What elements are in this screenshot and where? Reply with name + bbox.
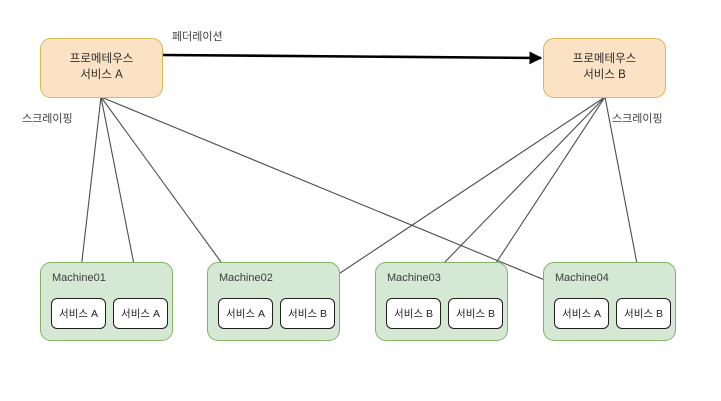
service-box[interactable]: 서비스 A [51,298,106,329]
service-box[interactable]: 서비스 B [448,298,503,329]
prometheus-service-a-node[interactable]: 프로메테우스 서비스 A [40,38,163,98]
service-box[interactable]: 서비스 A [554,298,609,329]
prometheus-service-b-node[interactable]: 프로메테우스 서비스 B [543,38,666,98]
prometheus-service-b-label: 프로메테우스 서비스 B [572,53,637,81]
service-box[interactable]: 서비스 A [218,298,273,329]
service-box[interactable]: 서비스 B [280,298,335,329]
scraping-label-left: 스크레이핑 [22,113,73,125]
federation-edge-label: 페더레이션 [172,31,223,43]
service-box[interactable]: 서비스 B [386,298,441,329]
scraping-label-right: 스크레이핑 [612,113,663,125]
machine-title: Machine04 [555,272,609,284]
prometheus-service-a-label: 프로메테우스 서비스 A [69,53,134,81]
machine-title: Machine01 [52,272,106,284]
service-box[interactable]: 서비스 A [113,298,168,329]
machine-title: Machine02 [219,272,273,284]
federation-connector [162,51,543,65]
scrape-connector-to-m04-s1 [100,96,582,296]
machine-title: Machine03 [387,272,441,284]
service-box[interactable]: 서비스 B [616,298,671,329]
federation-edge [162,51,543,65]
